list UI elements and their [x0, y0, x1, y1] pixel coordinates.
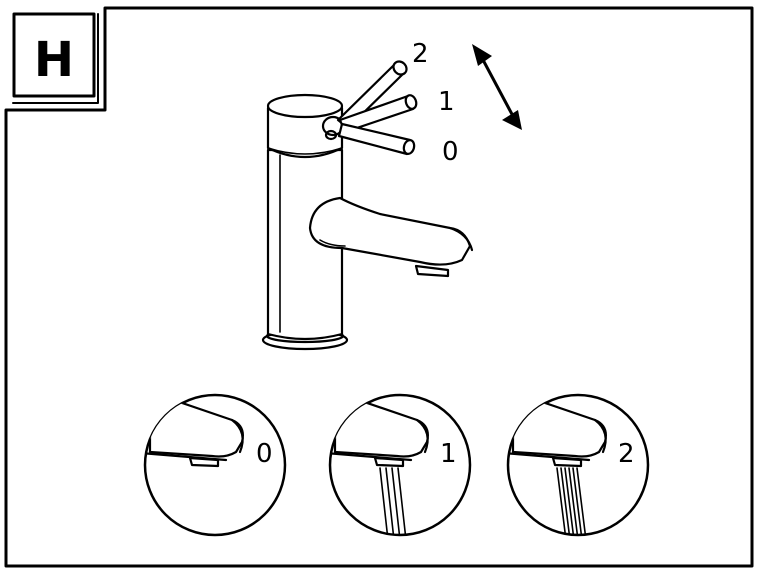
handle-position-0 [337, 122, 416, 156]
step-badge: H [12, 12, 96, 98]
water-stream-full [556, 467, 587, 535]
handle-label-0: 0 [442, 137, 459, 167]
faucet-spout [308, 196, 472, 266]
diagram-frame [4, 6, 754, 568]
frame-inner-line [12, 13, 99, 104]
faucet-body [266, 148, 344, 341]
water-stream-medium [379, 467, 407, 535]
flow-detail-2: 2 [506, 393, 650, 537]
flow-label-2: 2 [618, 439, 635, 469]
double-arrow-icon [472, 44, 522, 130]
handle-label-2: 2 [412, 39, 429, 69]
flow-label-1: 1 [440, 439, 457, 469]
flow-detail-0: 0 [143, 393, 287, 537]
faucet-illustration [261, 60, 474, 351]
handle-label-1: 1 [438, 87, 455, 117]
step-letter: H [34, 32, 74, 88]
flow-detail-1: 1 [328, 393, 472, 537]
flow-label-0: 0 [256, 439, 273, 469]
faucet-aerator [414, 264, 450, 278]
